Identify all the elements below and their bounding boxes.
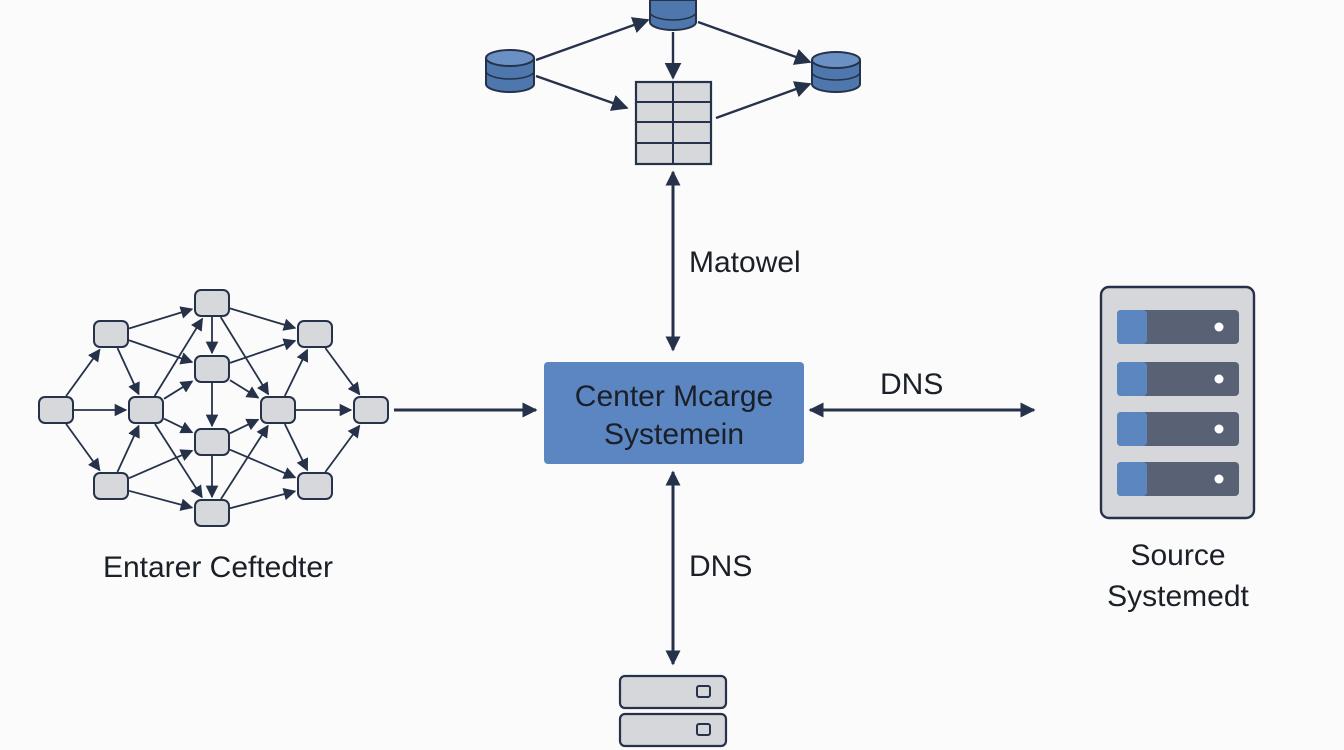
- cluster-node: [297, 472, 333, 500]
- database-icon: [485, 49, 535, 93]
- cluster-edge: [65, 348, 101, 397]
- cluster-edge: [116, 347, 140, 396]
- cluster-node: [93, 320, 129, 348]
- cluster-edge: [324, 424, 361, 473]
- cluster-node: [194, 428, 230, 456]
- cluster-edge: [229, 307, 297, 331]
- server-slot: [1117, 412, 1239, 446]
- cluster-edge: [284, 348, 309, 397]
- center-label-line2: Systemein: [604, 418, 744, 451]
- cluster-node: [194, 499, 230, 527]
- top-database-group: [485, 0, 861, 166]
- cluster-node: [38, 396, 74, 424]
- cluster-edge: [229, 418, 260, 435]
- cluster-edge: [128, 339, 194, 365]
- cluster-edge: [220, 424, 269, 500]
- server-slot: [1117, 362, 1239, 396]
- bottom-server-icon: [618, 674, 728, 748]
- cluster-node: [297, 320, 333, 348]
- cluster-edge: [116, 424, 140, 473]
- edge-db-left-to-table: [535, 74, 629, 111]
- left-cluster-label: Entarer Ceftedter: [103, 551, 333, 584]
- edge-db-left-to-db-top: [535, 17, 650, 62]
- left-network-cluster: [38, 289, 389, 527]
- center-label-line1: Center Mcarge: [575, 380, 773, 413]
- edge-label-bottom: DNS: [689, 550, 752, 583]
- server-slot: [1117, 462, 1239, 496]
- database-icon: [811, 51, 861, 93]
- cluster-edge: [219, 316, 270, 396]
- cluster-edge: [163, 417, 194, 434]
- cluster-node: [194, 355, 230, 383]
- edge-label-right: DNS: [880, 368, 943, 401]
- server-slot: [1117, 310, 1239, 344]
- cluster-edge: [65, 423, 101, 472]
- database-icon: [649, 0, 697, 31]
- edge-label-top: Matowel: [689, 246, 801, 279]
- source-label-line2: Systemedt: [1107, 580, 1249, 613]
- source-label-line1: Source: [1130, 539, 1225, 572]
- cluster-edge: [128, 306, 194, 330]
- cluster-edge: [229, 379, 260, 399]
- cluster-node: [128, 396, 164, 424]
- cluster-edge: [324, 347, 361, 396]
- cluster-node: [260, 396, 296, 424]
- cluster-edge: [229, 448, 297, 479]
- cluster-edge: [153, 317, 204, 397]
- center-system-node: Center Mcarge Systemein: [544, 362, 804, 464]
- edge-table-to-db-right: [715, 81, 812, 120]
- edge-db-top-to-db-right: [697, 20, 812, 65]
- cluster-node: [93, 472, 129, 500]
- cluster-edge: [229, 338, 297, 364]
- cluster-edge: [229, 488, 297, 510]
- cluster-edge: [163, 380, 194, 400]
- source-server-rack: [1099, 285, 1256, 520]
- cluster-node: [194, 289, 230, 317]
- table-grid-icon: [634, 80, 713, 166]
- cluster-edge: [154, 423, 203, 499]
- cluster-edge: [128, 449, 194, 479]
- cluster-edge: [284, 423, 309, 472]
- cluster-edge: [128, 489, 194, 511]
- cluster-node: [353, 396, 389, 424]
